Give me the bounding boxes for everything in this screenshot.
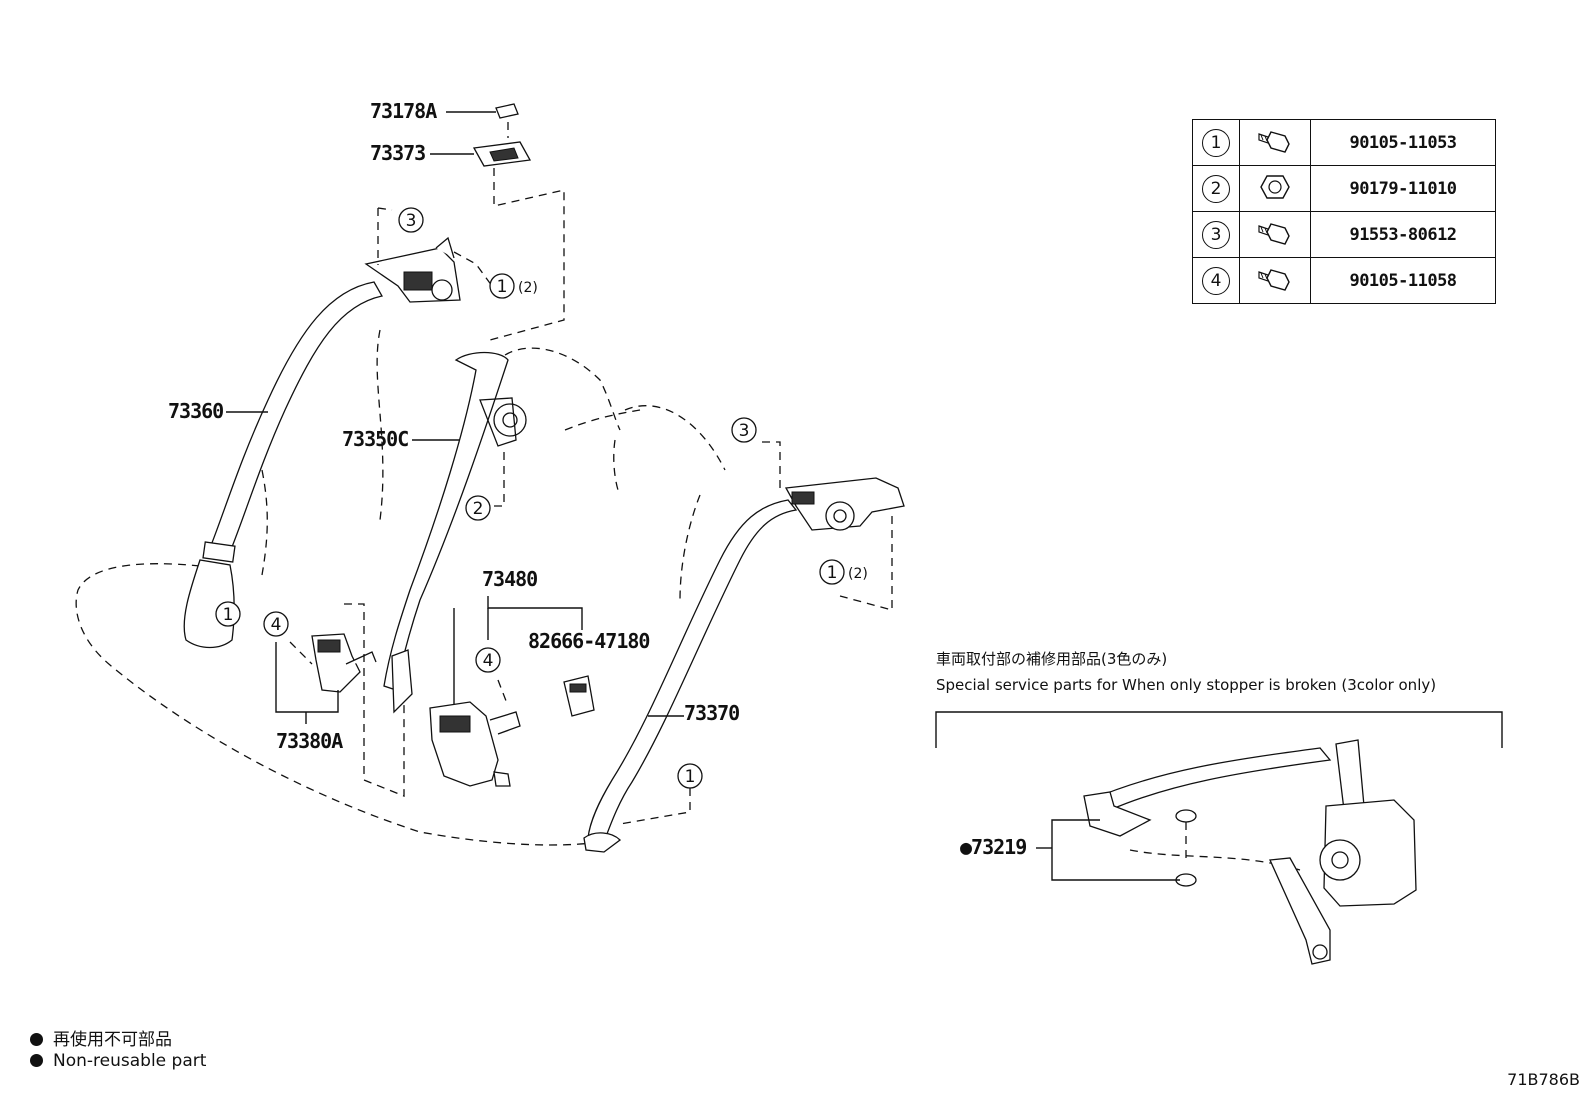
svg-text:73380A: 73380A — [276, 729, 343, 753]
svg-text:(2): (2) — [848, 566, 868, 582]
svg-text:1: 1 — [827, 563, 838, 583]
callout-2-center: 2 — [465, 495, 491, 521]
part-73178A: 73178A — [370, 99, 519, 138]
hex-flange-bolt-icon — [1258, 130, 1290, 153]
ref-number: 2 — [1202, 174, 1230, 203]
callout-3-right: 3 — [731, 417, 757, 443]
legend-jp: 再使用不可部品 — [30, 1025, 172, 1050]
svg-text:73480: 73480 — [482, 567, 537, 591]
part-82666-47180: 82666-47180 — [528, 629, 650, 717]
table-row: 1 90105-11053 — [1192, 119, 1496, 166]
svg-text:3: 3 — [739, 421, 750, 441]
svg-text:73373: 73373 — [370, 141, 425, 165]
bullet-icon — [30, 1054, 43, 1067]
svg-text:73350C: 73350C — [342, 427, 408, 451]
svg-text:73370: 73370 — [684, 701, 739, 725]
part-number: 90179-11010 — [1310, 165, 1496, 212]
svg-text:73178A: 73178A — [370, 99, 437, 123]
table-row: 3 91553-80612 — [1192, 211, 1496, 258]
right-retractor — [762, 441, 905, 611]
svg-text:1: 1 — [497, 277, 508, 297]
svg-text:2: 2 — [473, 499, 484, 519]
part-73373: 73373 — [370, 141, 565, 341]
svg-text:73360: 73360 — [168, 399, 223, 423]
callout-4-center: 4 — [475, 647, 501, 673]
fastener-table: 1 90105-11053 2 90179-11010 3 — [1192, 119, 1496, 304]
callout-3-top: 3 — [398, 207, 424, 233]
svg-text:3: 3 — [406, 211, 417, 231]
seat-outline — [75, 329, 726, 846]
ref-number: 3 — [1202, 220, 1230, 249]
buckle-assy-73480: 73480 — [429, 567, 583, 787]
table-row: 2 90179-11010 — [1192, 165, 1496, 212]
svg-text:1: 1 — [685, 767, 696, 787]
belt-73360: 73360 — [168, 281, 384, 649]
part-number: 90105-11053 — [1310, 119, 1496, 166]
hex-flange-bolt-icon — [1258, 222, 1290, 245]
ref-number: 1 — [1202, 128, 1230, 157]
drawing-code: 71B786B — [1507, 1070, 1580, 1089]
belt-73370: 73370 — [583, 499, 798, 853]
hex-flange-bolt-icon — [1258, 268, 1290, 291]
service-note-english: Special service parts for When only stop… — [936, 676, 1437, 694]
callout-1-left: 1 — [215, 601, 241, 627]
callout-4-left: 4 — [263, 611, 289, 637]
part-number: 90105-11058 — [1310, 257, 1496, 304]
callout-1-bottom: 1 — [677, 763, 703, 789]
buckle-73380A: 73380A — [275, 603, 405, 797]
part-number: 91553-80612 — [1310, 211, 1496, 258]
legend-en: Non-reusable part — [30, 1051, 206, 1071]
svg-text:(2): (2) — [518, 280, 538, 296]
legend-jp-text: 再使用不可部品 — [53, 1030, 172, 1050]
belt-73350C: 73350C — [342, 351, 527, 714]
svg-text:1: 1 — [223, 605, 234, 625]
callout-1-right: 1 (2) — [819, 559, 868, 585]
legend-en-text: Non-reusable part — [53, 1051, 207, 1071]
upper-retractor-center — [364, 207, 493, 303]
svg-text:●73219: ●73219 — [960, 835, 1026, 859]
bullet-icon — [30, 1033, 43, 1046]
svg-text:4: 4 — [483, 651, 494, 671]
service-parts-inset: ●73219 — [935, 711, 1503, 965]
svg-text:82666-47180: 82666-47180 — [528, 629, 649, 653]
svg-text:4: 4 — [271, 615, 282, 635]
ref-number: 4 — [1202, 266, 1230, 295]
service-note-japanese: 車両取付部の補修用部品(3色のみ) — [936, 650, 1168, 668]
table-row: 4 90105-11058 — [1192, 257, 1496, 304]
hex-nut-icon — [1260, 174, 1290, 199]
callout-1-top: 1 (2) — [489, 273, 538, 299]
